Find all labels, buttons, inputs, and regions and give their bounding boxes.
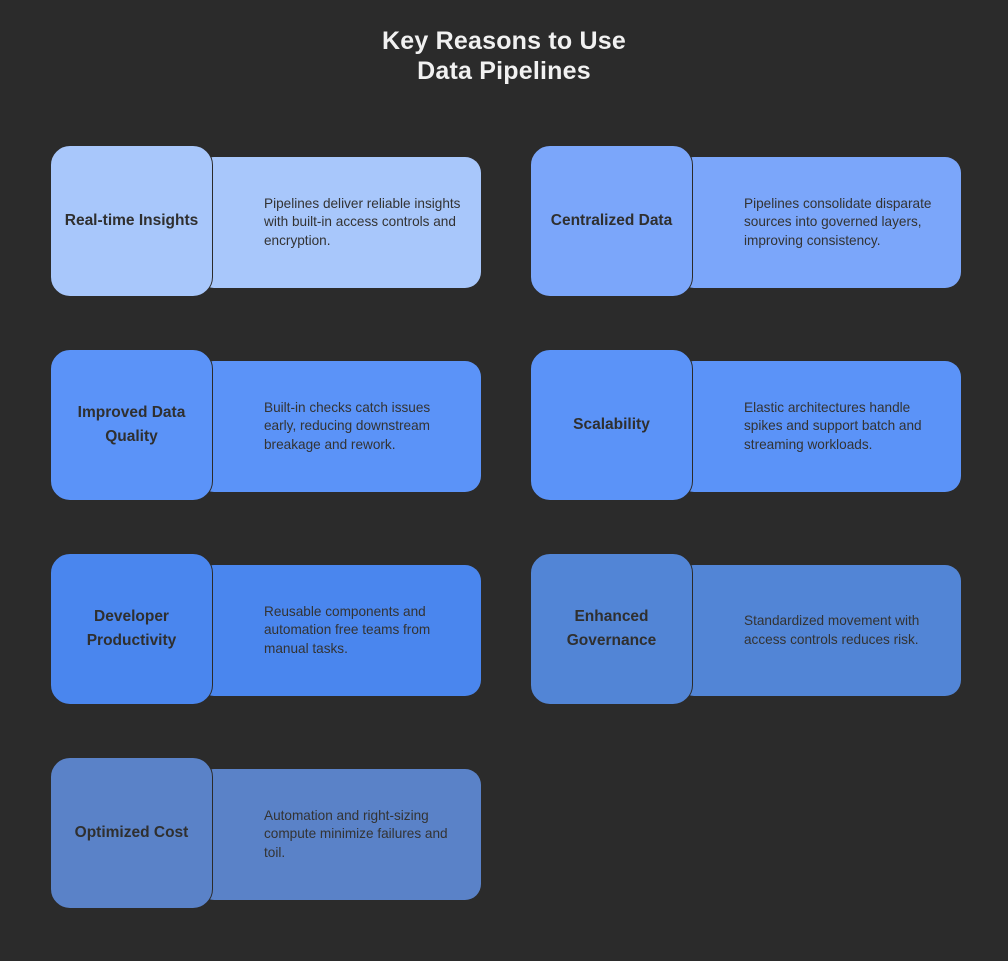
reason-label-panel: Developer Productivity bbox=[50, 553, 213, 705]
reason-label-text: Scalability bbox=[573, 416, 650, 433]
reason-body-panel: Pipelines consolidate disparate sources … bbox=[678, 157, 961, 288]
reason-body-panel: Automation and right-sizing compute mini… bbox=[198, 769, 481, 900]
reason-body-panel: Standardized movement with access contro… bbox=[678, 565, 961, 696]
reasons-grid: Real-time Insights Pipelines deliver rel… bbox=[50, 145, 961, 961]
page-title-line-2: Data Pipelines bbox=[417, 57, 591, 85]
reason-description-text: Standardized movement with access contro… bbox=[744, 613, 920, 647]
infographic-canvas: Key Reasons to Use Data Pipelines Real-t… bbox=[0, 26, 1008, 909]
reason-label-panel: Enhanced Governance bbox=[530, 553, 693, 705]
page-title-line-1: Key Reasons to Use bbox=[382, 27, 626, 55]
reason-card: Enhanced Governance Standardized movemen… bbox=[530, 553, 961, 705]
reason-description-text: Pipelines deliver reliable insights with… bbox=[264, 195, 461, 248]
reason-body-panel: Pipelines deliver reliable insights with… bbox=[198, 157, 481, 288]
reason-label-panel: Scalability bbox=[530, 349, 693, 501]
reason-body-panel: Elastic architectures handle spikes and … bbox=[678, 361, 961, 492]
reason-label-text: Optimized Cost bbox=[74, 824, 189, 841]
reasons-row-4: Optimized Cost Automation and right-sizi… bbox=[50, 757, 960, 909]
reason-description-text: Reusable components and automation free … bbox=[264, 603, 431, 656]
reason-card: Developer Productivity Reusable componen… bbox=[50, 553, 481, 705]
page-title: Key Reasons to Use Data Pipelines bbox=[0, 26, 1008, 86]
reason-label-text: Centralized Data bbox=[550, 212, 673, 229]
reason-description-text: Elastic architectures handle spikes and … bbox=[744, 399, 922, 452]
reason-card: Improved Data Quality Built-in checks ca… bbox=[50, 349, 481, 501]
reason-card: Real-time Insights Pipelines deliver rel… bbox=[50, 145, 481, 297]
reason-card: Centralized Data Pipelines consolidate d… bbox=[530, 145, 961, 297]
reason-label-panel: Centralized Data bbox=[530, 145, 693, 297]
reasons-row-2: Improved Data Quality Built-in checks ca… bbox=[50, 349, 961, 501]
reason-description-text: Automation and right-sizing compute mini… bbox=[264, 807, 448, 860]
reasons-row-1: Real-time Insights Pipelines deliver rel… bbox=[50, 145, 961, 297]
reason-label-panel: Real-time Insights bbox=[50, 145, 213, 297]
reason-label-text: Real-time Insights bbox=[64, 212, 199, 229]
reason-label-text: Enhanced Governance bbox=[566, 608, 657, 649]
reason-description-text: Built-in checks catch issues early, redu… bbox=[264, 399, 431, 452]
reason-description-text: Pipelines consolidate disparate sources … bbox=[744, 195, 932, 248]
reason-body-panel: Built-in checks catch issues early, redu… bbox=[198, 361, 481, 492]
reasons-row-3: Developer Productivity Reusable componen… bbox=[50, 553, 961, 705]
reason-label-text: Improved Data Quality bbox=[77, 404, 186, 445]
reason-label-text: Developer Productivity bbox=[86, 608, 177, 649]
reason-card: Scalability Elastic architectures handle… bbox=[530, 349, 961, 501]
reason-label-panel: Optimized Cost bbox=[50, 757, 213, 909]
reason-label-panel: Improved Data Quality bbox=[50, 349, 213, 501]
reason-card: Optimized Cost Automation and right-sizi… bbox=[50, 757, 481, 909]
reason-body-panel: Reusable components and automation free … bbox=[198, 565, 481, 696]
